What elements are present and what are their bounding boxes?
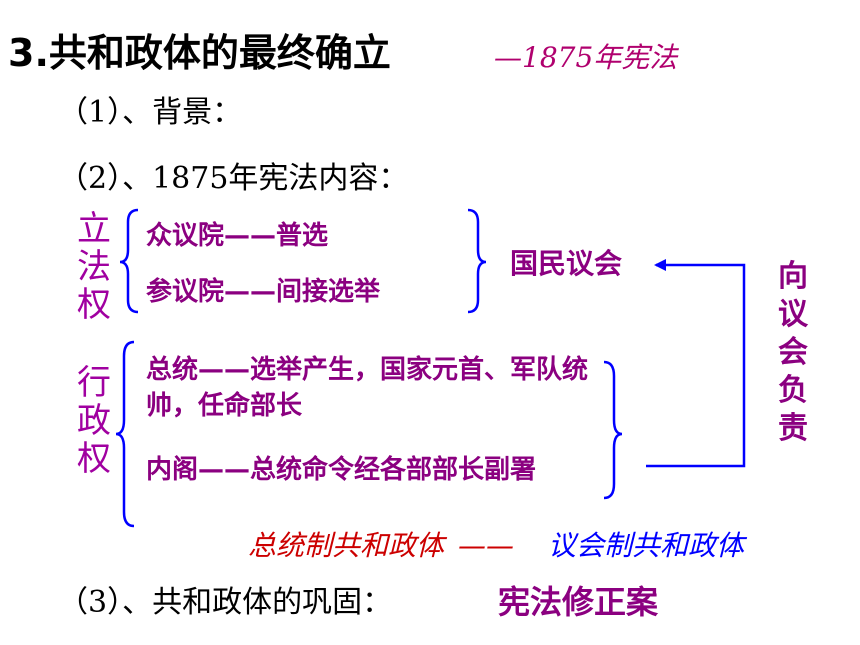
national-assembly: 国民议会 [510,247,623,280]
executive-label: 行政权 [77,363,111,479]
executive-right-brace [603,360,623,500]
evolution-to: 议会制共和政体 [548,529,745,562]
legislative-right-brace [467,208,487,314]
legislative-item-house: 众议院——普选 [146,221,329,251]
executive-item-president: 总统——选举产生，国家元首、军队统帅，任命部长 [146,355,589,421]
page-title: 3.共和政体的最终确立 [8,31,391,75]
executive-left-brace [115,340,135,528]
responsible-to-parliament-label: 向议会负责 [778,259,808,446]
step-content: （2）、1875年宪法内容： [58,161,409,196]
step-background: （1）、背景： [58,95,243,130]
legislative-label: 立法权 [77,209,111,325]
page-subtitle: —1875年宪法 [494,41,678,74]
responsibility-arrow [646,259,746,468]
consolidation-value: 宪法修正案 [498,583,659,621]
evolution-dash: —— [458,529,514,562]
legislative-left-brace [119,208,139,314]
evolution-from: 总统制共和政体 [248,529,445,562]
step-consolidation: （3）、共和政体的巩固： [58,585,393,620]
executive-item-cabinet: 内阁——总统命令经各部部长副署 [146,455,537,485]
legislative-item-senate: 参议院——间接选举 [146,277,381,307]
